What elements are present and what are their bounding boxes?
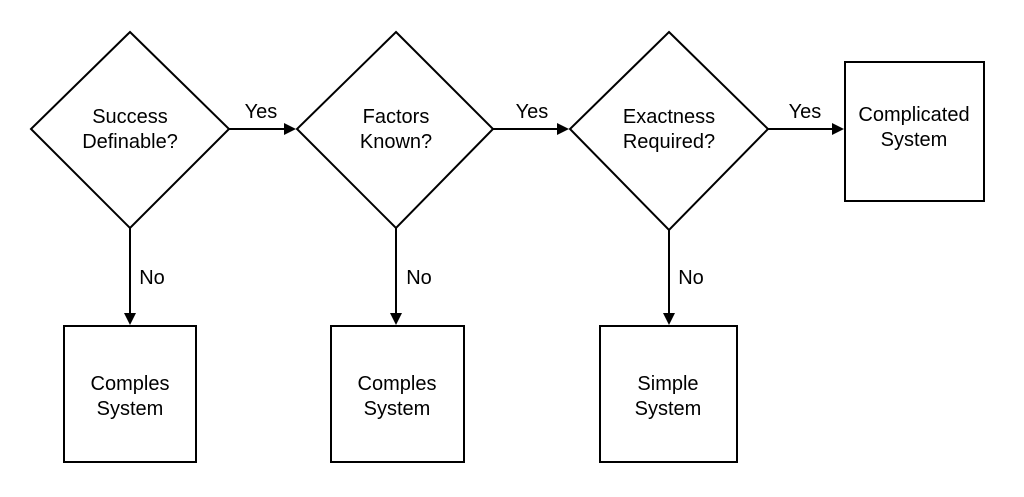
- arrowhead-down-icon: [663, 313, 675, 325]
- arrowhead-right-icon: [557, 123, 569, 135]
- decision-label-line-2: Required?: [623, 131, 715, 153]
- edge-label-yes: Yes: [245, 101, 278, 123]
- decision-label-line-1: Exactness: [623, 106, 715, 128]
- outcome-label-line-1: Comples: [91, 373, 170, 395]
- decision-factors-known: Factors Known?: [295, 30, 495, 230]
- edge-no-1: No: [124, 228, 165, 325]
- edge-label-no: No: [678, 267, 704, 289]
- outcome-label-line-1: Simple: [637, 373, 698, 395]
- outcome-simple-system: Simple System: [599, 325, 738, 463]
- edge-yes-3: Yes: [768, 101, 844, 135]
- arrowhead-down-icon: [390, 313, 402, 325]
- outcome-box: [844, 61, 985, 202]
- decision-diamond: [295, 30, 495, 230]
- decision-label-line-2: Definable?: [82, 131, 178, 153]
- outcome-label-line-2: System: [97, 398, 164, 420]
- outcome-complex-system-1: Comples System: [63, 325, 197, 463]
- outcome-box: [63, 325, 197, 463]
- outcome-label-line-2: System: [881, 129, 948, 151]
- outcome-complex-system-2: Comples System: [330, 325, 465, 463]
- edge-label-yes: Yes: [516, 101, 549, 123]
- edge-yes-2: Yes: [493, 101, 569, 135]
- decision-exactness-required: Exactness Required?: [568, 30, 770, 232]
- edge-no-3: No: [663, 230, 704, 325]
- outcome-box: [599, 325, 738, 463]
- decision-diamond: [29, 30, 231, 230]
- outcome-label-line-2: System: [635, 398, 702, 420]
- outcome-label-line-2: System: [364, 398, 431, 420]
- decision-label-line-1: Success: [92, 106, 168, 128]
- edge-yes-1: Yes: [229, 101, 296, 135]
- edge-label-no: No: [139, 267, 165, 289]
- outcome-box: [330, 325, 465, 463]
- arrowhead-right-icon: [832, 123, 844, 135]
- arrowhead-down-icon: [124, 313, 136, 325]
- edge-no-2: No: [390, 228, 432, 325]
- edge-label-yes: Yes: [789, 101, 822, 123]
- outcome-label-line-1: Comples: [358, 373, 437, 395]
- decision-label-line-1: Factors: [363, 106, 430, 128]
- outcome-label-line-1: Complicated: [858, 104, 969, 126]
- decision-label-line-2: Known?: [360, 131, 432, 153]
- decision-success-definable: Success Definable?: [29, 30, 231, 230]
- arrowhead-right-icon: [284, 123, 296, 135]
- outcome-complicated-system: Complicated System: [844, 61, 985, 202]
- edge-label-no: No: [406, 267, 432, 289]
